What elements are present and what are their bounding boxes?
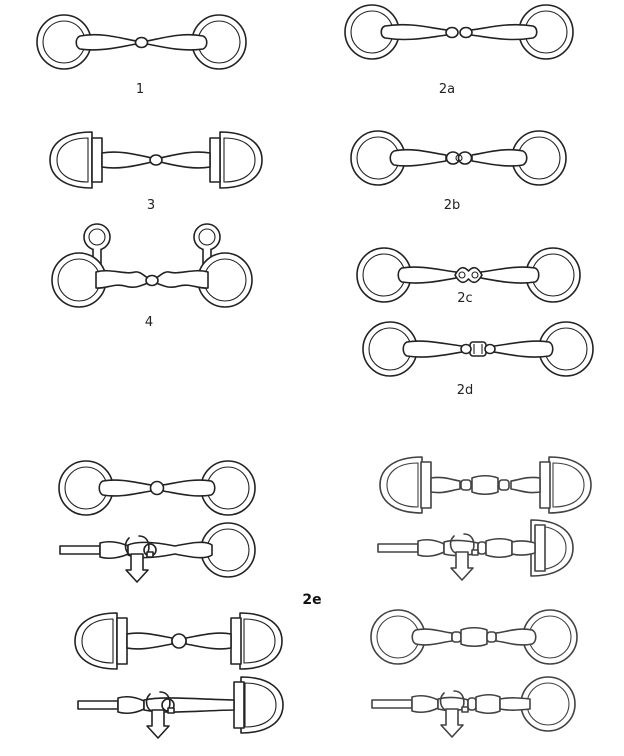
bit-2d: [362, 321, 594, 377]
bit-2c: [356, 247, 581, 303]
bit-2e-d-ring-side: [377, 519, 574, 581]
label-2d: 2d: [457, 383, 474, 398]
bit-2e-loose-ring-lozenge-side: [371, 676, 576, 738]
bit-4: [51, 223, 253, 308]
bit-3: [49, 131, 263, 189]
label-2c: 2c: [457, 291, 472, 306]
label-2e: 2e: [302, 592, 321, 608]
bit-2e-loose-ring: [58, 460, 256, 516]
bit-2e-loose-ring-side: [59, 522, 256, 583]
bit-2e-loose-ring-lozenge: [370, 609, 578, 665]
bit-2e-d-ring-bead-side: [77, 676, 284, 739]
label-4: 4: [145, 315, 153, 330]
label-2b: 2b: [444, 198, 461, 213]
bit-2a: [344, 4, 574, 60]
label-3: 3: [147, 198, 155, 213]
bit-1: [36, 14, 247, 70]
bit-2e-d-ring: [379, 456, 592, 514]
label-2a: 2a: [439, 82, 455, 97]
label-1: 1: [136, 82, 144, 97]
bit-2e-d-ring-bead: [74, 612, 283, 670]
bit-2b: [350, 130, 567, 186]
